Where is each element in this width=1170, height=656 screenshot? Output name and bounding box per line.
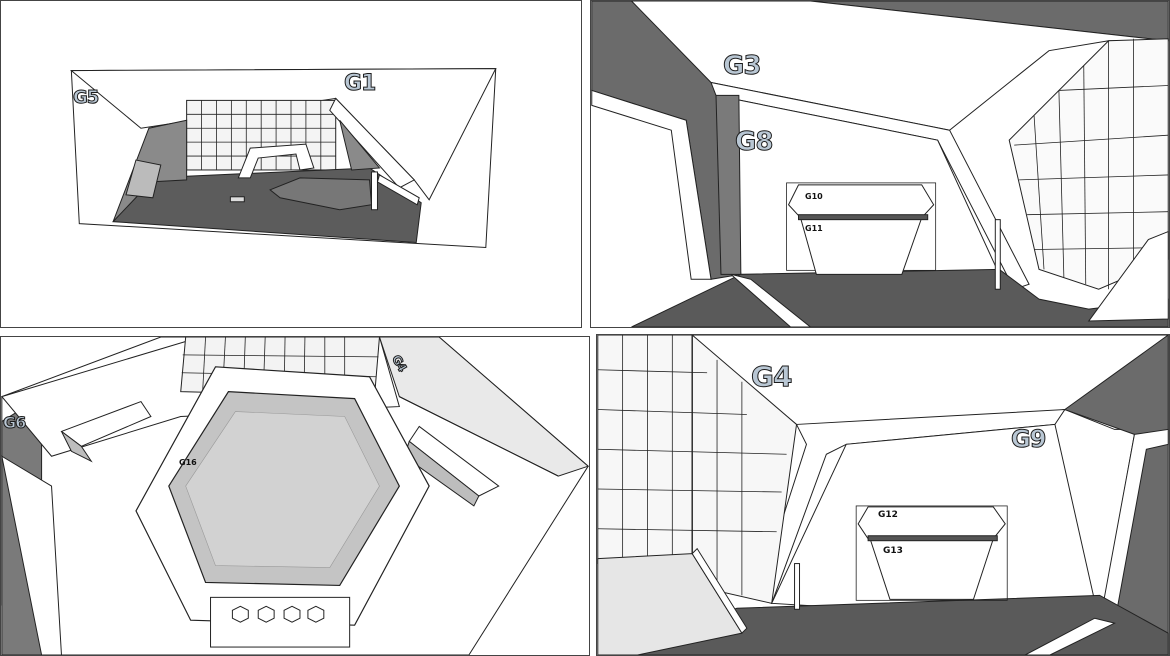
label-g11: G11	[805, 224, 823, 233]
label-g5: G5	[72, 87, 99, 108]
label-g13: G13	[883, 546, 903, 556]
label-g6: G6	[2, 413, 26, 432]
label-g3: G3	[722, 51, 761, 81]
label-g8: G8	[734, 127, 773, 157]
label-g9: G9	[1010, 425, 1046, 453]
label-g10: G10	[805, 192, 823, 201]
room-overview-drawing	[69, 68, 497, 249]
desk-front-view-drawing	[591, 1, 1169, 327]
top-down-view-drawing	[1, 337, 589, 655]
panel-top-right-view: G3 G8 G10 G11	[590, 0, 1170, 328]
panel-bottom-left-view: G6 G4 G16	[0, 336, 590, 656]
panel-bottom-right-view: G4 G9 G12 G13	[596, 334, 1170, 656]
label-g1: G1	[343, 71, 376, 96]
label-g16: G16	[179, 458, 197, 467]
panel-top-left-view: G1 G5	[0, 0, 582, 328]
desk-side-view-drawing	[597, 335, 1169, 655]
label-g4-side: G4	[750, 360, 792, 393]
label-g12: G12	[878, 510, 898, 520]
